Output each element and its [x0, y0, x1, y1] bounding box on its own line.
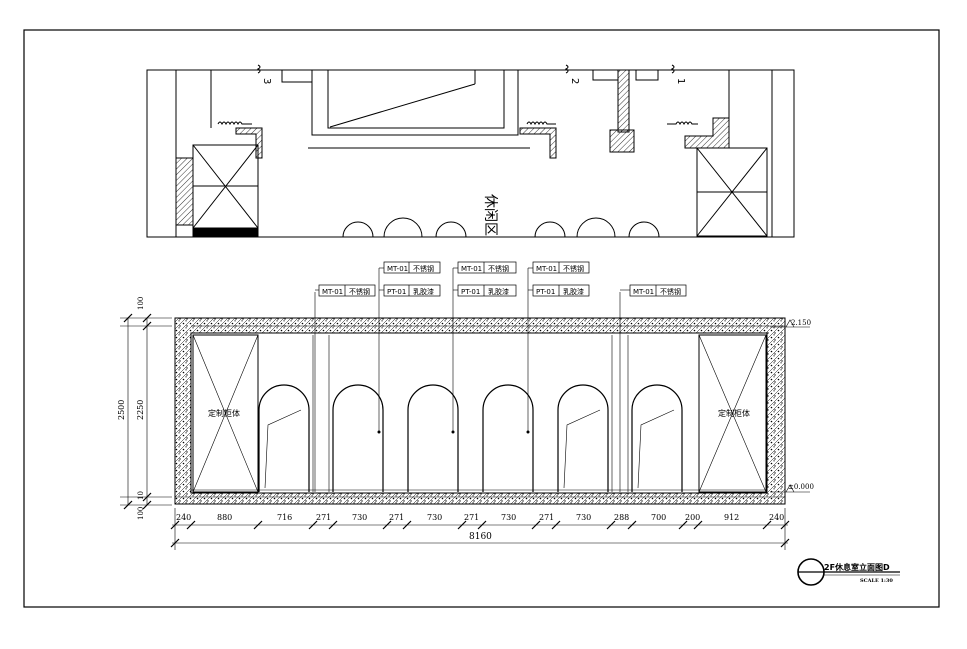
callout-text: 不锈钢	[413, 264, 434, 273]
dim-label: 730	[352, 513, 367, 522]
dim-label: 700	[651, 513, 666, 522]
dim-total-width: 8160	[469, 532, 492, 542]
dim-ticks	[170, 520, 790, 530]
dim-labels: 240 880 716 271 730 271 730 271 730 271 …	[176, 513, 784, 522]
dim-label: 200	[685, 513, 700, 522]
callout-code: MT-01	[322, 288, 343, 296]
callout: MT-01 不锈钢	[532, 261, 590, 274]
dim-label: 730	[501, 513, 516, 522]
dim-total-height: 2500	[117, 400, 126, 420]
dim-label: 271	[539, 513, 554, 522]
plan-marker-2: 2	[569, 78, 580, 84]
dim-label: 240	[769, 513, 784, 522]
floor-plan	[146, 64, 795, 238]
callout: PT-01 乳胶漆	[457, 284, 517, 297]
dim-label: 912	[724, 513, 739, 522]
level-top: 2.150	[791, 319, 811, 327]
arch-opening	[482, 384, 534, 492]
dim-label: 730	[427, 513, 442, 522]
dim-label: 240	[176, 513, 191, 522]
callout: MT-01 不锈钢	[318, 284, 376, 297]
callout-code: MT-01	[387, 265, 408, 273]
callout-text: 乳胶漆	[488, 287, 509, 296]
dim-main-height: 2250	[136, 400, 145, 420]
dim-label: 271	[316, 513, 331, 522]
callout-code: PT-01	[536, 288, 555, 296]
callout-code: MT-01	[461, 265, 482, 273]
cabinet-label-right: 定制柜体	[718, 408, 750, 418]
callout-text: 不锈钢	[660, 287, 681, 296]
plan-area-label: 休闲区	[482, 194, 498, 236]
callout: PT-01 乳胶漆	[383, 284, 441, 297]
dim-label: 288	[614, 513, 629, 522]
arch-opening	[332, 384, 384, 492]
dim-label: 730	[576, 513, 591, 522]
callout-text: 不锈钢	[349, 287, 370, 296]
dim-bottom-offset: 10	[137, 491, 145, 500]
callout-text: 不锈钢	[488, 264, 509, 273]
sheet-border	[23, 29, 940, 608]
callout-text: 乳胶漆	[563, 287, 584, 296]
dim-label: 271	[389, 513, 404, 522]
cabinet-left	[192, 334, 259, 493]
callout: MT-01 不锈钢	[629, 284, 687, 297]
drawing-scale: SCALE 1:30	[860, 578, 893, 584]
title-block: 2F休息室立面图D SCALE 1:30	[797, 558, 900, 586]
callout-code: PT-01	[387, 288, 406, 296]
cabinet-label-left: 定制柜体	[208, 408, 240, 418]
callout-code: PT-01	[461, 288, 480, 296]
callout-text: 不锈钢	[563, 264, 584, 273]
dim-top-offset: 100	[137, 297, 145, 310]
plan-marker-3: 3	[261, 78, 272, 84]
drawing-title: 2F休息室立面图D	[824, 562, 890, 572]
dim-label: 880	[217, 513, 232, 522]
dim-label: 716	[277, 513, 292, 522]
dim-label: 271	[464, 513, 479, 522]
arch-opening	[631, 384, 683, 492]
callout-code: MT-01	[536, 265, 557, 273]
arch-opening	[407, 384, 459, 492]
callout-text: 乳胶漆	[413, 287, 434, 296]
arch-opening	[557, 384, 609, 492]
elevation-view: 定制柜体 定制柜体 MT-01 不锈钢	[117, 261, 814, 550]
callout: MT-01 不锈钢	[383, 261, 441, 274]
callout-code: MT-01	[633, 288, 654, 296]
callout: MT-01 不锈钢	[457, 261, 517, 274]
callout: PT-01 乳胶漆	[532, 284, 590, 297]
dim-lower-offset: 100	[137, 507, 145, 520]
cabinet-right	[698, 334, 767, 493]
level-floor: ±0.000	[788, 483, 814, 491]
plan-marker-1: 1	[675, 78, 686, 84]
arch-opening	[258, 384, 310, 492]
